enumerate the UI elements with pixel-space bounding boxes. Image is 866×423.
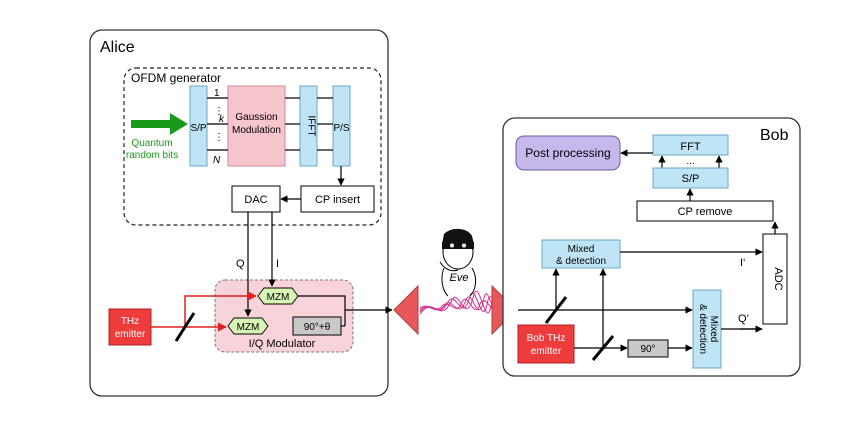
phase-shifter-label: 90°+θ [304,322,331,333]
quantum-input-arrow [131,113,188,135]
thz-emitter [108,308,152,346]
bob-sp-label: S/P [682,173,700,185]
alice-antenna [393,284,419,336]
index-k: k [219,114,225,125]
iq-modulator-label: I/Q Modulator [249,338,316,350]
bob-thz-line2: emitter [531,346,562,357]
eve: Eve [419,228,499,315]
eve-label: Eve [450,272,469,284]
gauss-label-line1: Gaussion [235,112,277,123]
fft-block [652,134,729,156]
ofdm-generator-title: OFDM generator [131,71,221,85]
gauss-modulation-block [227,85,286,167]
alice-title: Alice [100,39,135,56]
i-prime-label: I‘ [740,257,746,269]
mixed-detection-bottom [692,289,722,369]
iq-modulator: I/Q Modulator MZM MZM 90°+θ [214,279,354,353]
bob-sp-block [652,167,729,189]
alice-optical-path [151,291,257,332]
mixed-bottom-line1: Mixed [708,316,719,343]
mixed-top-line2: & detection [556,256,606,267]
parallel-lines [207,97,333,151]
alice-ps-label: P/S [333,123,349,134]
index-n: N [213,155,221,166]
alice-beam-splitter [174,312,196,342]
thz-wave [419,290,499,315]
index-1: 1 [214,88,220,99]
mixed-bottom-line2: & detection [697,304,708,354]
cp-insert-label: CP insert [315,194,360,206]
sp-to-fft-arrows [658,155,723,168]
mzm-bottom-label: MZM [237,322,260,333]
mzm-bottom [227,317,269,335]
post-processing-block [515,135,621,171]
quantum-label-line2: random bits [126,150,178,161]
fft-label: FFT [680,141,700,153]
alice-sp-block [189,85,208,167]
mzm-top-label: MZM [267,292,290,303]
ofdm-generator: OFDM generator S/P Gaussion Modulation I… [123,67,382,226]
index-dots-bottom: ⋮ [214,132,224,143]
dac-block [231,185,281,213]
post-processing-label: Post processing [525,146,610,160]
bob-panel: Bob Post processing FFT ... S/P CP remov… [502,117,801,377]
cp-remove-label: CP remove [678,206,733,218]
adc-label: ADC [772,267,784,290]
eve-mask [442,242,474,249]
q-label: Q [236,258,245,270]
ifft-label: IFFT [306,115,317,136]
eve-hat [442,228,474,244]
index-dots-top: ⋮ [214,106,224,117]
ifft-block [299,85,318,167]
cp-insert-block [300,185,375,213]
ninety-degree-label: 90° [640,344,655,355]
thz-emitter-line1: THz [121,316,139,327]
mixed-detection-top [541,239,621,269]
quantum-label-line1: Quantum [131,138,172,149]
i-label: I [276,258,279,270]
bob-thz-emitter [517,324,575,364]
bob-thz-line1: Bob THz [527,333,566,344]
cp-remove-block [636,200,774,222]
alice-panel: Alice OFDM generator S/P Gaussion Modula… [89,29,393,397]
bob-title: Bob [760,127,789,144]
mixed-top-line1: Mixed [568,244,595,255]
alice-sp-label: S/P [190,123,206,134]
fft-dots: ... [686,156,694,167]
q-prime-label: Q’ [738,313,749,325]
eve-body [441,267,477,297]
gauss-label-line2: Modulation [232,125,281,136]
iq-combine-lines [298,295,393,327]
dac-label: DAC [244,194,267,206]
thz-emitter-line2: emitter [115,329,146,340]
